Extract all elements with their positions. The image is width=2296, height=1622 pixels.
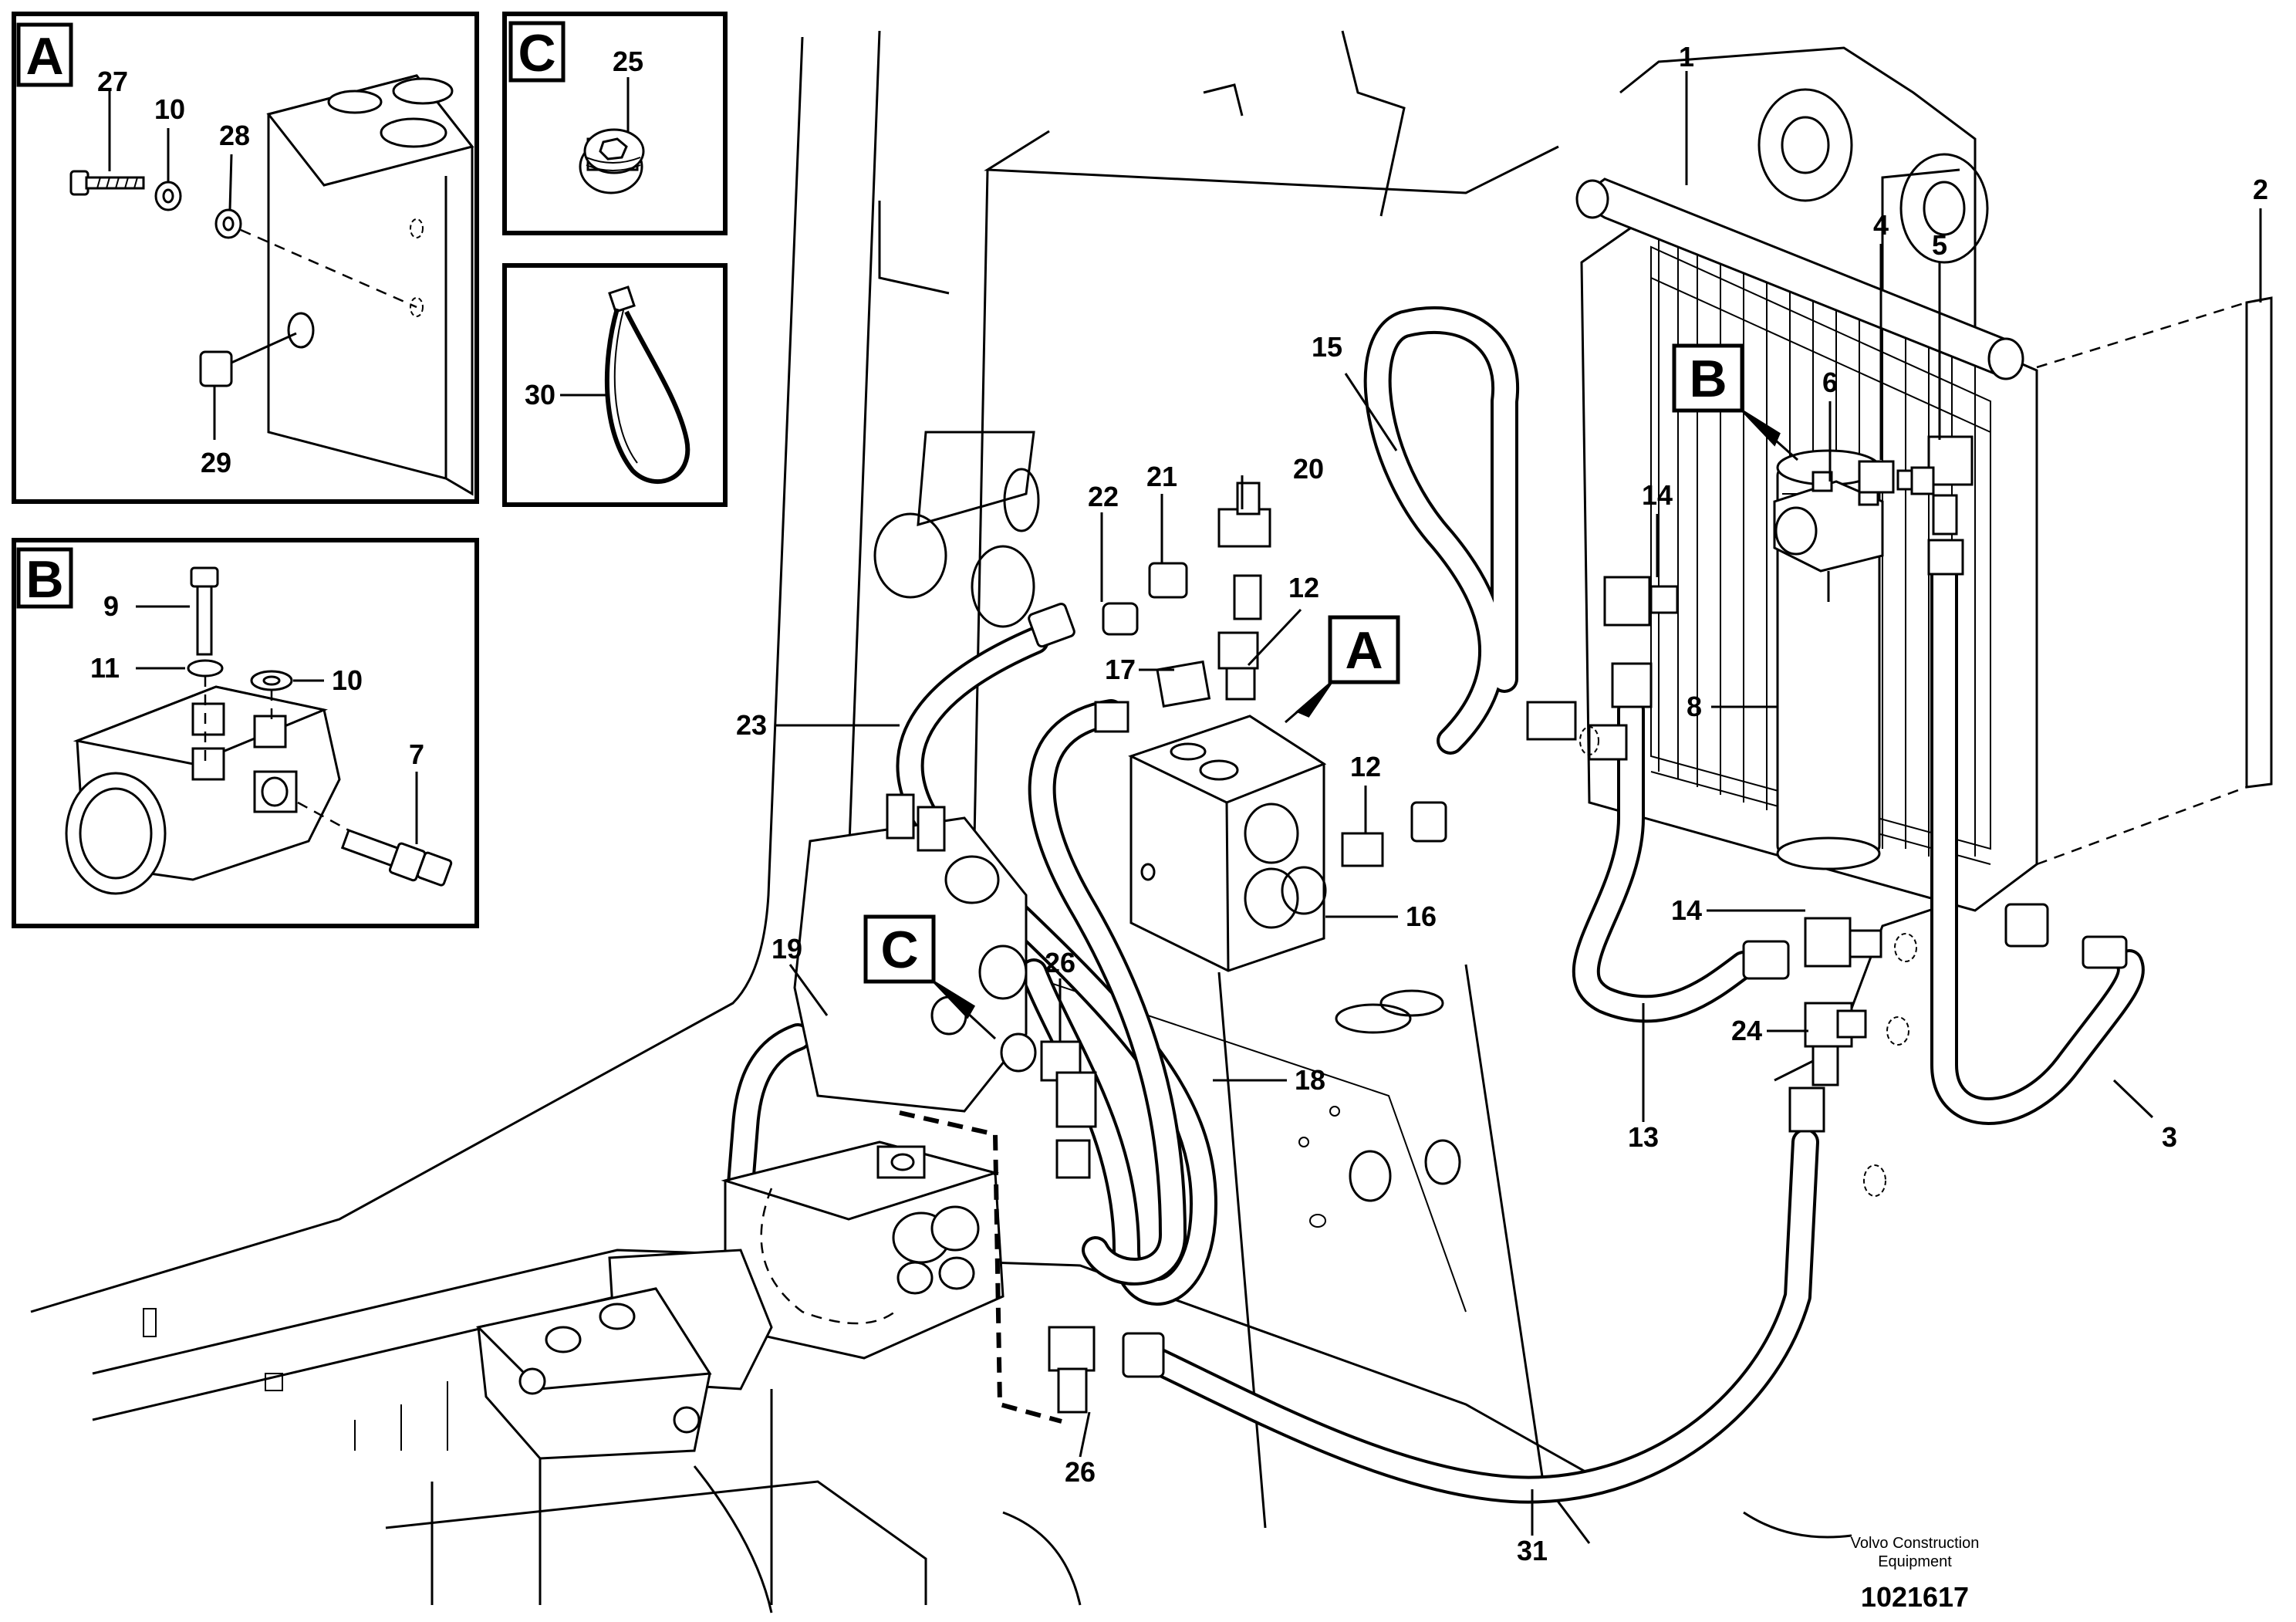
callout-10-b: 10 bbox=[332, 664, 363, 696]
callout-3: 3 bbox=[2162, 1121, 2177, 1153]
detail-box-a: A bbox=[12, 12, 479, 504]
cable-tie-drawing bbox=[604, 286, 690, 485]
bolt-and-washers bbox=[69, 170, 417, 387]
footer: Volvo Construction Equipment 1021617 bbox=[1851, 1535, 1980, 1613]
company-name-line1: Volvo Construction bbox=[1851, 1535, 1980, 1552]
callout-7: 7 bbox=[409, 738, 424, 770]
callout-25: 25 bbox=[613, 46, 643, 77]
callout-30: 30 bbox=[525, 379, 555, 411]
callout-29: 29 bbox=[201, 447, 231, 478]
callout-19: 19 bbox=[772, 933, 802, 965]
callout-12-lower: 12 bbox=[1350, 751, 1381, 782]
reference-box-a: A bbox=[1285, 615, 1400, 724]
detail-box-cable-tie: 30 bbox=[502, 263, 728, 507]
valve-block-drawing bbox=[266, 74, 474, 496]
callout-10-a: 10 bbox=[154, 93, 185, 125]
callout-15: 15 bbox=[1312, 331, 1342, 363]
rubber-strip bbox=[2036, 296, 2273, 866]
callout-5: 5 bbox=[1932, 229, 1947, 261]
callout-23: 23 bbox=[736, 709, 767, 741]
reference-letter-b: B bbox=[1689, 350, 1727, 408]
plug-drawing bbox=[579, 128, 645, 194]
callout-1: 1 bbox=[1679, 41, 1694, 73]
filter-head-drawing bbox=[65, 685, 341, 895]
callout-17: 17 bbox=[1105, 654, 1136, 685]
callout-14-lower: 14 bbox=[1671, 894, 1702, 926]
callout-12-upper: 12 bbox=[1288, 572, 1319, 603]
callout-2: 2 bbox=[2253, 174, 2268, 205]
callout-27: 27 bbox=[97, 66, 128, 97]
hoses bbox=[725, 306, 2145, 1504]
callout-4: 4 bbox=[1873, 209, 1889, 241]
callout-20: 20 bbox=[1293, 453, 1324, 485]
callout-8: 8 bbox=[1687, 691, 1702, 722]
callout-11: 11 bbox=[90, 652, 120, 684]
drawing-number: 1021617 bbox=[1861, 1581, 1969, 1613]
callout-16: 16 bbox=[1406, 901, 1437, 932]
callout-28: 28 bbox=[219, 120, 250, 151]
reference-box-b: B bbox=[1672, 343, 1798, 461]
callout-18: 18 bbox=[1295, 1064, 1325, 1096]
callout-13: 13 bbox=[1628, 1121, 1659, 1153]
callout-9: 9 bbox=[103, 590, 119, 622]
callout-26-lower: 26 bbox=[1065, 1456, 1096, 1488]
reference-letter-a: A bbox=[1345, 621, 1383, 680]
hydraulic-pump-assembly bbox=[475, 793, 1062, 1460]
callout-6: 6 bbox=[1822, 367, 1838, 398]
filter-head bbox=[1773, 471, 1884, 602]
detail-a-letter: A bbox=[25, 27, 63, 86]
detail-b-letter: B bbox=[25, 550, 63, 609]
valve-block bbox=[1128, 715, 1327, 972]
callout-24: 24 bbox=[1731, 1015, 1762, 1046]
callout-21: 21 bbox=[1146, 461, 1177, 492]
callout-31: 31 bbox=[1517, 1535, 1548, 1566]
detail-a-leaders bbox=[108, 91, 233, 440]
detail-box-c: C 25 bbox=[502, 12, 728, 235]
bolt-and-washers-b bbox=[187, 566, 293, 764]
callout-14-upper: 14 bbox=[1642, 479, 1673, 511]
reference-box-c: C bbox=[863, 914, 997, 1040]
callout-26-upper: 26 bbox=[1045, 947, 1075, 978]
company-name-line2: Equipment bbox=[1878, 1553, 1952, 1570]
detail-box-b: B bbox=[12, 538, 479, 928]
detail-c-letter: C bbox=[518, 24, 555, 83]
detail-b-leaders bbox=[136, 605, 418, 844]
main-callouts: 1 2 3 4 5 6 8 12 12 13 14 14 15 16 17 18… bbox=[736, 41, 2268, 1566]
sensor-fitting bbox=[297, 801, 453, 887]
fittings bbox=[809, 435, 2128, 1414]
main-leaders bbox=[775, 71, 2262, 1536]
reference-letter-c: C bbox=[880, 921, 918, 979]
callout-22: 22 bbox=[1088, 481, 1119, 512]
